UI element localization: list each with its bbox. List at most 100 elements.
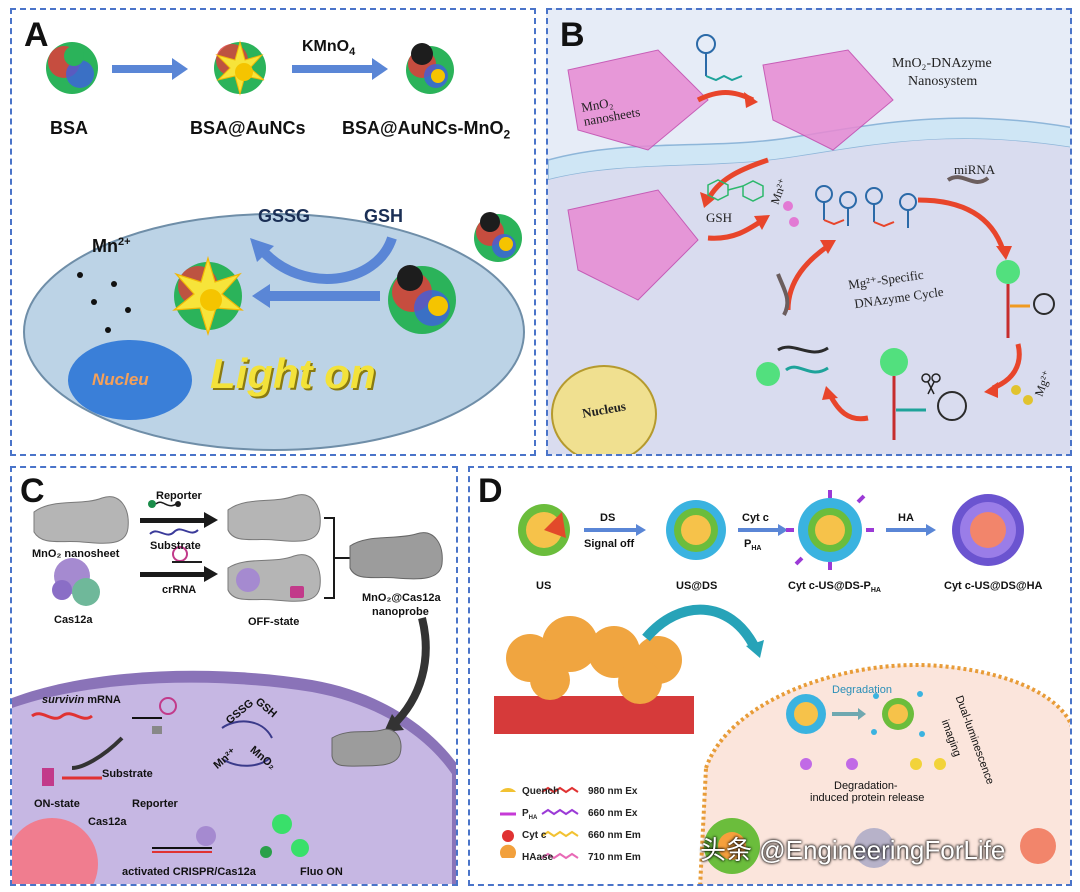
survivin-mrna-strand [31,712,93,720]
substrate2-label: Substrate [102,768,153,780]
ds-label: DS [600,512,616,524]
crrna-complex-icon [132,697,177,734]
reporter2-label: Reporter [132,798,178,810]
lock-icon [290,586,304,598]
kmno4-label: KMnO4 [302,38,356,59]
cytc-us-ds-ha-icon [952,494,1024,566]
mn-ion-dots [77,272,131,333]
us-ds-particle-icon [666,500,726,560]
gssg-label: GSSG [258,206,311,226]
black-arrow [140,512,218,582]
nanoprobe-sheet [349,532,443,580]
ha-label: HA [898,512,914,524]
gsh-molecule-icon [707,179,764,202]
panel-a: A [10,8,536,456]
bsa-aunc-mno2-label: BSA@AuNCs-MnO2 [342,118,511,142]
black-curve-arrow [389,617,430,729]
panel-c-graphics [12,494,456,884]
mno2-dnazyme-label: MnO₂-DNAzyme [892,56,992,71]
panel-b-label: B [560,16,585,54]
pha-label: PHA [744,538,762,553]
degrading-particle-icon [786,694,826,734]
lightbulb-icon [800,758,946,770]
fluo-on-icon [260,814,309,858]
legend-quench: Quench [522,786,560,797]
arrow-right-icon [832,708,866,720]
bsa-protein-icon [46,42,98,94]
tumor-tissue [506,616,682,704]
legend-710em: 710 nm Em [588,852,641,863]
mno2-nanosheet-shape [33,496,129,544]
panel-d-graphics [494,490,1070,884]
mno2-nanosheet-label: MnO₂ nanosheet [32,548,120,560]
cas12a2-label: Cas12a [88,816,127,828]
degradation-label: Degradation [832,684,892,696]
blood-vessel [494,696,694,734]
arrow-right-icon [584,524,646,536]
on-state-label: ON-state [34,798,80,810]
arrow-right-icon [886,524,936,536]
off-state-label: OFF-state [248,616,300,628]
deg-release-label-2: induced protein release [810,792,925,804]
arrow-right-icon [292,58,388,80]
fluorophore-glow [756,362,780,386]
panel-b: B [546,8,1072,456]
cytc-us-ds-ha-label: Cyt c-US@DS@HA [944,580,1043,592]
bsa-aunc-icon [214,40,266,96]
mno2-reporter-sheet [227,494,321,542]
dna-hairpin-icon [696,34,743,82]
dna-hairpin-cluster [815,185,917,228]
fluorophore-glow [880,348,908,376]
mirna-strand [946,175,990,184]
us-particle-icon [518,504,570,556]
gsh-gssg-arrow [258,236,397,284]
bsa-label: BSA [50,118,89,138]
cell-nucleus [12,818,98,884]
panel-c: C [10,466,458,886]
watermark-text: 头条 @EngineeringForLife [700,835,1006,865]
signal-off-label: Signal off [584,538,635,550]
mno2-nanocluster-icon [388,265,456,334]
mirna-label: miRNA [954,162,996,177]
nanoprobe-label-2: nanoprobe [372,606,429,618]
panel-c-label: C [20,472,45,510]
legend-haase: HAase [522,852,554,863]
gsh-label: GSH [364,206,404,226]
us-ds-label: US@DS [676,580,718,592]
legend-660ex: 660 nm Ex [588,808,638,819]
nucleus-shape [68,340,192,420]
nucleus-label: Nucleu [92,370,149,389]
light-on-label: Light on [210,350,376,397]
nucleus-shape [551,365,657,454]
bsa-aunc-mno2-icon [406,43,454,94]
mno2-dnazyme-sheet [762,49,894,151]
cyan-curve-arrow [642,604,759,649]
lit-nanocluster-icon [172,255,244,337]
legend-cytc: Cyt c [522,830,547,841]
cytc-label: Cyt c [742,512,769,524]
legend-pha: PHA [522,808,538,821]
crrna-label: crRNA [162,584,197,596]
nanosystem-label: Nanosystem [908,74,978,89]
activated-cas12a-icon [152,826,216,853]
fluorophore-glow [996,260,1020,284]
cas12a-label: Cas12a [54,614,93,626]
reporter-icon [148,500,181,508]
us-label: US [536,580,552,592]
substrate-label: Substrate [150,540,201,552]
fluo-on-label: Fluo ON [300,866,343,878]
mno2-nanocluster-icon [474,212,522,262]
panel-a-graphics [23,40,525,451]
crrna-icon [172,546,202,563]
fluorescent-particle [1020,828,1056,864]
legend-swatches [500,786,579,860]
mno2-nanosheet-shape [567,49,709,151]
mno2-nanosheet-shape [567,189,699,301]
panel-d-label: D [478,472,503,510]
nanoprobe-label-1: MnO₂@Cas12a [362,592,441,604]
activated-label: activated CRISPR/Cas12a [122,866,256,878]
cytc-us-ds-pha-icon [786,490,874,570]
panel-a-label: A [24,16,49,54]
gsh-label: GSH [706,210,733,225]
cas12a-protein-icon [52,558,100,606]
